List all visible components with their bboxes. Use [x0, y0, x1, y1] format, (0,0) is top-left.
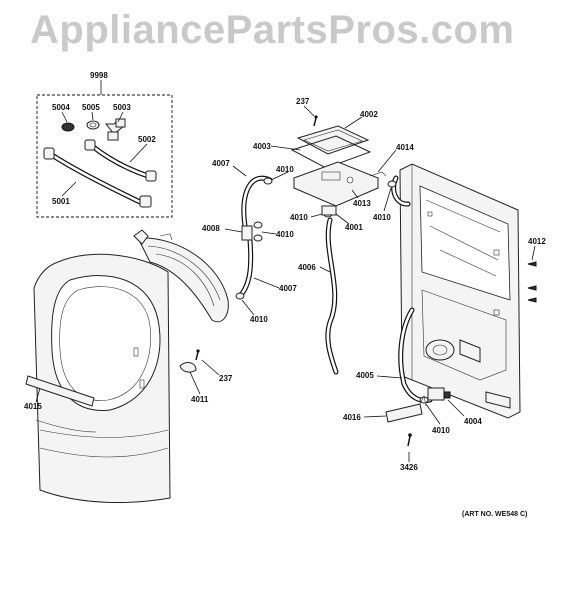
- clamp-part-4010-e: [235, 292, 245, 300]
- front-panel-assembly: [33, 253, 171, 504]
- hose-part-4006: [325, 217, 339, 375]
- inlet-hose-part-5001: [43, 147, 152, 208]
- label-4016: 4016: [343, 413, 361, 422]
- art-number: (ART NO. WE548 C): [462, 511, 527, 518]
- dispenser-cover-part-4002: [296, 125, 370, 155]
- clip-part-4012: [527, 261, 537, 303]
- label-4010-c: 4010: [373, 213, 391, 222]
- label-4011: 4011: [191, 395, 209, 404]
- label-5002: 5002: [138, 135, 156, 144]
- screw-part-3426: [407, 433, 412, 447]
- inlet-hose-part-5002: [84, 139, 157, 182]
- y-connector-part-5003: [104, 118, 126, 141]
- label-4010-d: 4010: [276, 230, 294, 239]
- label-5003: 5003: [113, 103, 131, 112]
- label-4015: 4015: [24, 402, 42, 411]
- label-4007-mid: 4007: [279, 284, 297, 293]
- bracket-part-4016: [385, 395, 427, 423]
- label-4001: 4001: [345, 223, 363, 232]
- label-4013: 4013: [353, 199, 371, 208]
- screw-part-237-top: [313, 115, 318, 127]
- label-4006: 4006: [298, 263, 316, 272]
- label-3426: 3426: [400, 463, 418, 472]
- door-handle-part-4015: [25, 375, 95, 407]
- label-4010-a: 4010: [276, 165, 294, 174]
- label-5005: 5005: [82, 103, 100, 112]
- label-9998: 9998: [90, 71, 108, 80]
- latch-part-4011: [179, 362, 197, 373]
- washer-part-5004: [61, 122, 75, 132]
- label-5004: 5004: [52, 103, 70, 112]
- rear-panel-assembly: [399, 163, 521, 419]
- label-237-mid: 237: [219, 374, 233, 383]
- label-4007-top: 4007: [212, 159, 230, 168]
- watermark-text: AppliancePartsPros.com: [30, 8, 515, 52]
- label-4010-b: 4010: [290, 213, 308, 222]
- label-4008: 4008: [202, 224, 220, 233]
- dispenser-gasket-part-4003: [290, 135, 372, 169]
- label-4010-e: 4010: [250, 315, 268, 324]
- dispenser-housing-part-4013: [292, 161, 387, 207]
- label-237-top: 237: [296, 97, 310, 106]
- label-4005: 4005: [356, 371, 374, 380]
- tub-front-bellows: [133, 229, 229, 323]
- clamp-part-4010-c: [387, 180, 397, 188]
- clamp-part-4010-a: [263, 177, 273, 185]
- label-4002: 4002: [360, 110, 378, 119]
- valve-part-4001: [321, 205, 337, 216]
- label-4014: 4014: [396, 143, 414, 152]
- label-4003: 4003: [253, 142, 271, 151]
- label-4004: 4004: [464, 417, 482, 426]
- clamp-part-4010-d: [253, 221, 263, 242]
- washer-part-5005: [86, 120, 100, 130]
- label-4012: 4012: [528, 237, 546, 246]
- connector-part-4008: [241, 225, 253, 241]
- label-4010-f: 4010: [432, 426, 450, 435]
- inlet-hose-kit-box: [36, 94, 173, 218]
- screw-part-237-mid: [195, 349, 200, 361]
- label-5001: 5001: [52, 197, 70, 206]
- water-valve-part-4004: [427, 387, 451, 401]
